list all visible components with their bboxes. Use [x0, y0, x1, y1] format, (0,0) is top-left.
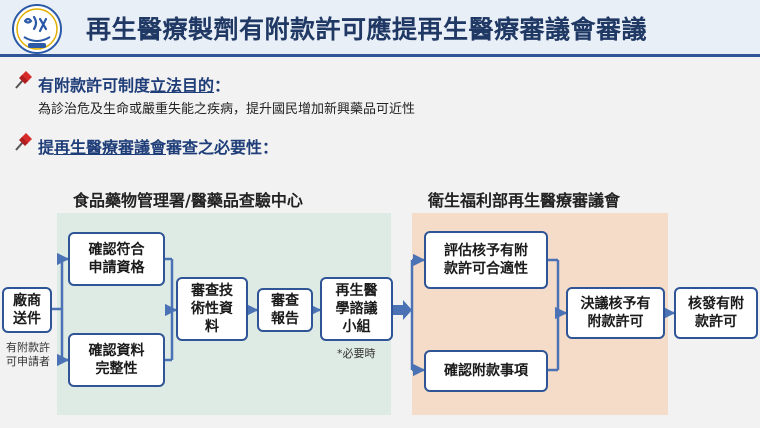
mohw-group-label: 衛生福利部再生醫療審議會 — [428, 191, 621, 210]
decide-label: 決議核予有附款許可 — [580, 295, 651, 330]
confirm-eligibility-node: 確認符合申請資格 — [68, 232, 165, 286]
confirm-items-node: 確認附款事項 — [424, 350, 548, 392]
consult-group-node: 再生醫學諮議小組 — [320, 277, 393, 341]
purpose-heading: 有附款許可制度立法目的： — [38, 72, 230, 96]
header-bar — [0, 0, 760, 54]
decide-node: 決議核予有附款許可 — [566, 287, 665, 339]
review-technical-node: 審查技術性資料 — [176, 277, 248, 341]
evaluate-label: 評估核予有附款許可合適性 — [444, 242, 528, 277]
pushpin-icon — [15, 133, 32, 151]
purpose-heading-underlined: 立法目的 — [150, 76, 215, 95]
review-report-node: 審查報告 — [257, 288, 313, 332]
necessity-heading: 提再生醫療審議會審查之必要性： — [38, 134, 278, 158]
confirm-items-label: 確認附款事項 — [444, 362, 528, 379]
review-technical-label: 審查技術性資料 — [191, 282, 233, 336]
evaluate-node: 評估核予有附款許可合適性 — [424, 231, 548, 289]
phase-transition-arrow — [393, 300, 412, 320]
necessity-heading-suffix: 審查之必要性： — [166, 138, 279, 157]
applicant-node: 廠商送件 — [2, 287, 52, 333]
applicant-note: 有附款許可申請者 — [6, 341, 50, 368]
confirm-eligibility-label: 確認符合申請資格 — [88, 241, 145, 276]
issue-node: 核發有附款許可 — [674, 287, 758, 339]
ministry-logo-icon — [12, 4, 62, 54]
header-rule — [0, 54, 760, 57]
confirm-completeness-label: 確認資料完整性 — [88, 342, 145, 377]
applicant-node-label: 廠商送件 — [13, 292, 41, 327]
purpose-text: 為診治危及生命或嚴重失能之疾病，提升國民增加新興藥品可近性 — [38, 102, 416, 117]
consult-group-label: 再生醫學諮議小組 — [335, 282, 378, 336]
review-report-label: 審查報告 — [271, 292, 299, 327]
fda-group-label: 食品藥物管理署/醫藥品查驗中心 — [73, 191, 303, 210]
necessity-heading-prefix: 提 — [38, 138, 55, 157]
page-title: 再生醫療製劑有附款許可應提再生醫療審議會審議 — [86, 15, 648, 44]
purpose-heading-suffix: ： — [214, 76, 231, 95]
purpose-heading-prefix: 有附款許可制度 — [38, 76, 151, 95]
necessity-heading-underlined: 再生醫療審議會 — [54, 138, 167, 157]
pushpin-icon — [15, 71, 32, 89]
optional-note: *必要時 — [337, 347, 376, 360]
confirm-completeness-node: 確認資料完整性 — [68, 333, 165, 387]
issue-label: 核發有附款許可 — [688, 295, 744, 330]
